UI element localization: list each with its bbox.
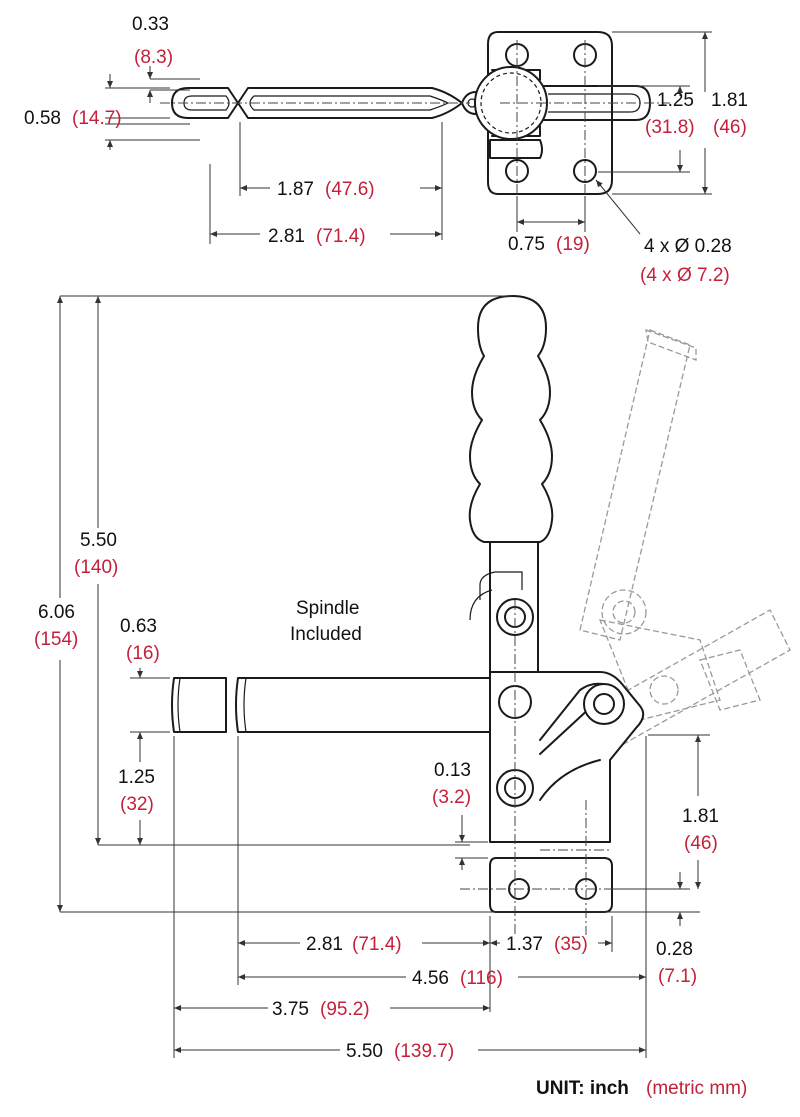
dim-0.63-in: 0.63: [120, 616, 157, 637]
dim-5.50v-mm: (140): [74, 557, 118, 578]
dim-0.33-mm: (8.3): [134, 47, 173, 68]
spindle-note-line1: Spindle: [296, 598, 359, 619]
dim-1.37-mm: (35): [554, 934, 588, 955]
top-base-plate: [474, 31, 651, 195]
dim-1.37-in: 1.37: [506, 934, 543, 955]
dim-0.75-mm: (19): [556, 234, 590, 255]
dim-0.58-mm: (14.7): [72, 108, 122, 129]
dim-2.81-mm: (71.4): [352, 934, 402, 955]
spindle-arm: [235, 677, 491, 733]
dim-2.81-in: 2.81: [306, 934, 343, 955]
dim-4.56-in: 4.56: [412, 968, 449, 989]
dim-0.13-in: 0.13: [434, 760, 471, 781]
dim-1.81-in: 1.81: [682, 806, 719, 827]
dim-0.28-mm: (7.1): [658, 966, 697, 987]
dim-0.58-in: 0.58: [24, 108, 61, 129]
dim-5.50v-in: 5.50: [80, 530, 117, 551]
handle-grip: [468, 295, 554, 543]
dim-2.81-in: 2.81: [268, 226, 305, 247]
dim-5.50h-mm: (139.7): [394, 1041, 454, 1062]
top-handle: [171, 87, 479, 119]
dim-0.63-mm: (16): [126, 643, 160, 664]
dim-1.81-mm: (46): [684, 833, 718, 854]
dim-2.81-mm: (71.4): [316, 226, 366, 247]
dim-1.25-mm: (31.8): [645, 117, 695, 138]
dim-1.25-in: 1.25: [118, 767, 155, 788]
dim-0.33-in: 0.33: [132, 14, 169, 35]
spindle-note-line2: Included: [290, 624, 362, 645]
dim-0.28-in: 0.28: [656, 939, 693, 960]
dim-3.75-mm: (95.2): [320, 999, 370, 1020]
side-base-plate: [489, 857, 613, 913]
unit-label: UNIT: inch: [536, 1078, 629, 1099]
dim-4.56-mm: (116): [460, 968, 503, 989]
dim-1.25-mm: (32): [120, 794, 154, 815]
dim-1.81-mm: (46): [713, 117, 747, 138]
dim-6.06-in: 6.06: [38, 602, 75, 623]
unit-metric-label: (metric mm): [646, 1078, 747, 1099]
spindle: [171, 677, 227, 733]
dim-holes-in: 4 x Ø 0.28: [644, 236, 732, 257]
top-view: 0.33 (8.3) 0.58 (14.7) 1.87 (47.6) 2.81 …: [24, 14, 748, 286]
dim-holes-mm: (4 x Ø 7.2): [640, 265, 730, 286]
dim-3.75-in: 3.75: [272, 999, 309, 1020]
dim-5.50h-in: 5.50: [346, 1041, 383, 1062]
dim-1.87-in: 1.87: [277, 179, 314, 200]
dim-1.25-in: 1.25: [657, 90, 694, 111]
dim-1.81-in: 1.81: [711, 90, 748, 111]
dim-0.13-mm: (3.2): [432, 787, 471, 808]
dim-0.75-in: 0.75: [508, 234, 545, 255]
dim-6.06-mm: (154): [34, 629, 78, 650]
dim-1.87-mm: (47.6): [325, 179, 375, 200]
unit-note: UNIT: inch (metric mm): [536, 1078, 747, 1099]
side-view: Spindle Included 5.50 (140) 6.06 (154) 0…: [34, 295, 791, 1062]
